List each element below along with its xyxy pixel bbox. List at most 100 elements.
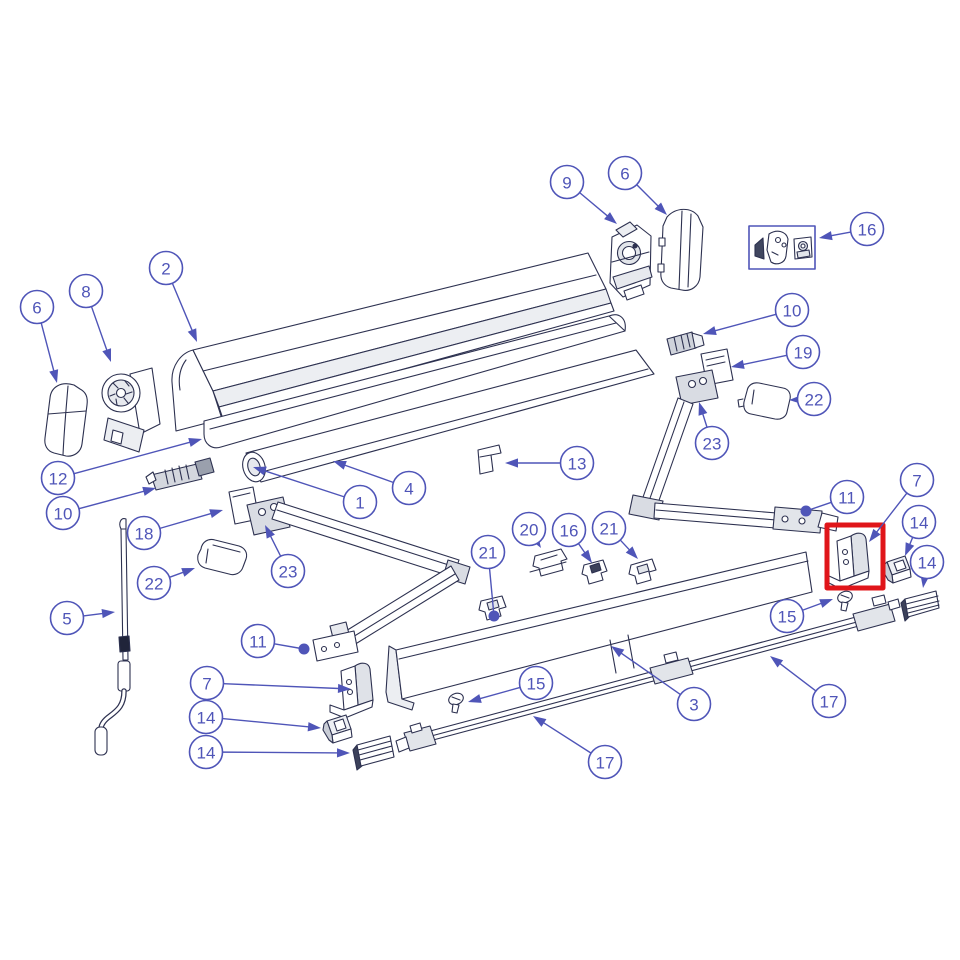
- arrowhead: [604, 212, 617, 224]
- part-ribbed-cap-right: [900, 590, 940, 622]
- arrowhead: [468, 694, 482, 703]
- callout-3: 3: [611, 646, 712, 722]
- callout-circle: [136, 565, 172, 601]
- arrowhead: [307, 722, 321, 732]
- callout-circle: [470, 534, 506, 570]
- callout-1: 1: [253, 466, 378, 520]
- callout-number: 8: [81, 283, 90, 302]
- callout-number: 23: [703, 435, 722, 454]
- callout-circle: [774, 292, 810, 328]
- callout-circle: [676, 686, 712, 722]
- callout-circle: [126, 515, 162, 551]
- arrowhead: [181, 568, 195, 577]
- arrowhead: [337, 683, 351, 694]
- callout-number: 22: [145, 575, 164, 594]
- part-foot-bracket-right: [828, 532, 870, 590]
- callout-circle: [40, 460, 76, 496]
- part-cover-cap-left: [197, 538, 248, 576]
- callout-number: 9: [562, 174, 571, 193]
- part-clip-16: [581, 559, 608, 585]
- part-end-cap-right: [657, 208, 704, 291]
- arrowhead: [265, 525, 275, 539]
- part-arm-left: [228, 486, 471, 662]
- callout-circle: [49, 600, 85, 636]
- callout-12: 12: [40, 437, 202, 496]
- callout-2: 2: [148, 250, 197, 342]
- dot-marker: [800, 505, 812, 517]
- callout-number: 20: [520, 521, 539, 540]
- callout-circle: [694, 425, 730, 461]
- callout-15: 15: [468, 665, 554, 703]
- callout-circle: [607, 155, 643, 191]
- callout-14: 14: [909, 544, 945, 588]
- callout-circle: [342, 484, 378, 520]
- callout-21: 21: [591, 510, 638, 559]
- part-gear-drive: [101, 367, 161, 453]
- arrowhead: [188, 437, 202, 447]
- arrowhead: [770, 656, 784, 668]
- callout-number: 14: [918, 554, 937, 573]
- callout-number: 11: [249, 633, 267, 652]
- callout-circle: [559, 445, 595, 481]
- arrowhead: [819, 599, 833, 608]
- part-slider: [529, 548, 568, 577]
- arrowhead: [209, 509, 223, 519]
- callout-circle: [769, 598, 805, 634]
- part-cover-cap-right: [737, 382, 791, 420]
- callout-number: 21: [600, 520, 619, 539]
- arrowhead: [142, 486, 156, 496]
- arrowhead: [731, 359, 745, 369]
- arrowhead: [698, 402, 708, 416]
- part-arm-right: [628, 397, 839, 534]
- callout-circle: [785, 334, 821, 370]
- part-rafter-rail: [395, 594, 901, 753]
- part-channel-clip: [477, 444, 502, 475]
- part-end-cap-left: [44, 383, 88, 457]
- callout-circle: [549, 164, 585, 200]
- callout-16: 16: [819, 211, 885, 247]
- parts-artwork: [44, 208, 940, 771]
- part-clip-14-right: [882, 555, 912, 584]
- part-screw-left: [448, 692, 464, 714]
- callout-23: 23: [265, 525, 306, 589]
- part-crank-rod: [94, 518, 131, 756]
- detail-box-16: [748, 225, 816, 270]
- arrowhead: [580, 549, 592, 563]
- callout-11: 11: [240, 623, 310, 659]
- callout-6: 6: [19, 289, 59, 383]
- callout-14: 14: [188, 734, 350, 770]
- callout-number: 7: [912, 472, 921, 491]
- callout-circle: [189, 665, 225, 701]
- callout-number: 7: [202, 675, 211, 694]
- arrowhead: [654, 202, 667, 215]
- arrowhead: [625, 546, 638, 559]
- callout-13: 13: [505, 445, 595, 481]
- callout-circle: [811, 683, 847, 719]
- highlight-box: [824, 522, 886, 591]
- callout-number: 17: [820, 693, 839, 712]
- part-roller-tube: [242, 349, 655, 483]
- callout-circle: [391, 470, 427, 506]
- arrowhead: [819, 231, 833, 241]
- callout-circle: [188, 734, 224, 770]
- part-case-profile: [171, 252, 615, 432]
- callout-circle: [551, 512, 587, 548]
- part-clip-14-left: [322, 714, 353, 744]
- callout-18: 18: [126, 509, 223, 551]
- callout-7: 7: [869, 462, 935, 542]
- arrowhead: [253, 466, 267, 476]
- arrowhead: [49, 369, 59, 383]
- callout-17: 17: [770, 656, 847, 719]
- part-fitting-kit: [754, 230, 813, 265]
- callout-number: 6: [620, 165, 629, 184]
- callout-17: 17: [533, 716, 623, 780]
- callout-14: 14: [901, 504, 937, 556]
- callout-number: 14: [197, 709, 216, 728]
- callout-number: 19: [794, 344, 813, 363]
- callout-circle: [796, 381, 832, 417]
- callout-7: 7: [189, 665, 351, 701]
- callout-number: 5: [62, 610, 71, 629]
- part-cover-profile: [203, 314, 626, 449]
